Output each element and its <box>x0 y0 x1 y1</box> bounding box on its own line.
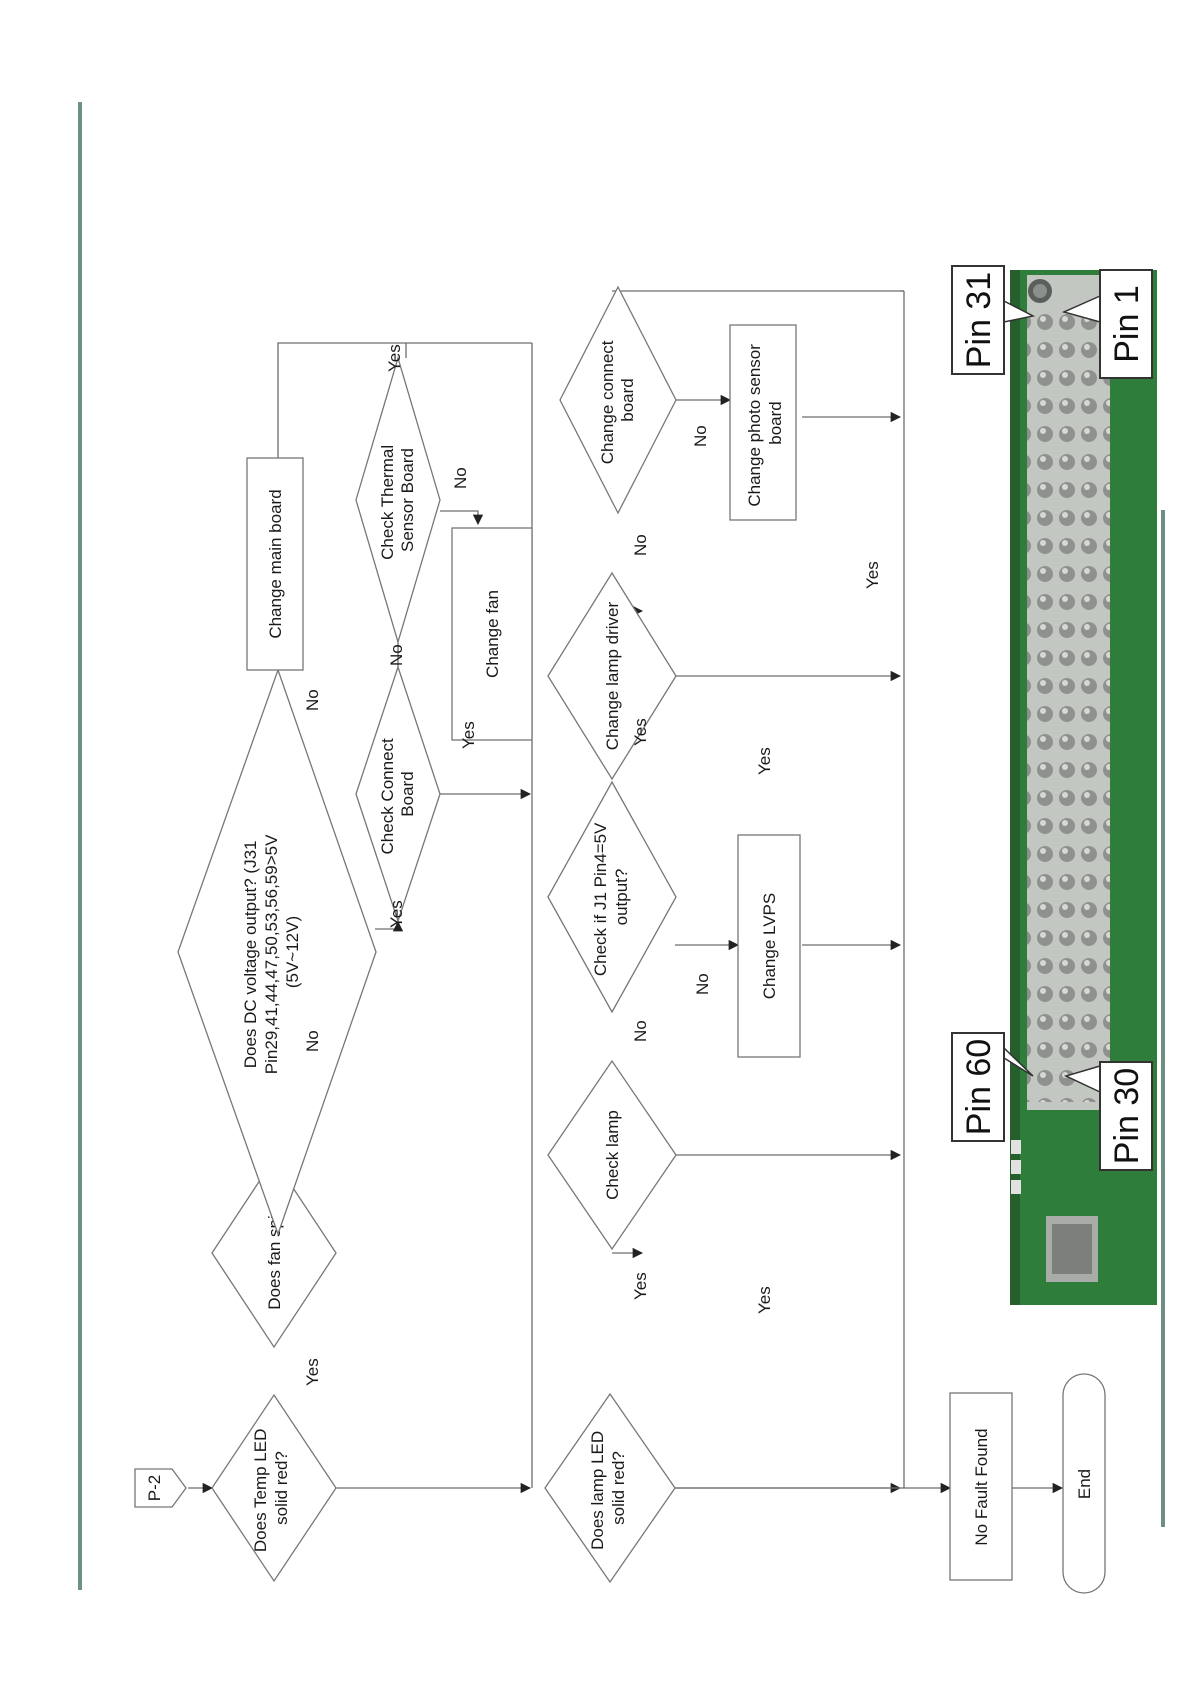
pin-60-label: Pin 60 <box>960 1039 998 1135</box>
decision-dc-voltage: Does DC voltage output? (J31 Pin29,41,44… <box>177 668 377 1236</box>
edge-label-yes: Yes <box>387 900 406 928</box>
mounting-hole-ring <box>1033 284 1047 298</box>
lamp-led-line1: Does lamp LED <box>588 1431 607 1550</box>
decision-fan-spin: Does fan spin? <box>211 1157 337 1349</box>
svg-text:Does lamp LED solid re: Does lamp LED solid red? <box>588 1426 628 1550</box>
dc-voltage-line2: Pin29,41,44,47,50,53,56,59>5V <box>262 834 281 1074</box>
check-lamp-label: Check lamp <box>603 1110 622 1200</box>
decision-change-connect-board: Change connect board <box>559 285 677 515</box>
connector-pins <box>1027 310 1110 1102</box>
callout-pin-30: Pin 30 <box>1063 1061 1153 1171</box>
decision-temp-led: Does Temp LED solid red? <box>211 1393 337 1583</box>
check-connect-line2: Board <box>398 771 417 816</box>
end-label: End <box>1075 1469 1094 1499</box>
svg-text:Does DC voltage output? (J31: Does DC voltage output? (J31 Pin29,41,44… <box>241 830 302 1074</box>
check-thermal-line2: Sensor Board <box>398 448 417 552</box>
edge-label-yes: Yes <box>631 718 650 746</box>
no-fault-label: No Fault Found <box>972 1428 991 1545</box>
change-main-board-label: Change main board <box>266 489 285 638</box>
check-connect-line1: Check Connect <box>378 738 397 855</box>
decision-change-lamp-driver: Change lamp driver <box>547 571 677 781</box>
flowchart: P-2 Does Temp LED solid red? Does fan sp… <box>134 285 1106 1594</box>
pin-31-label: Pin 31 <box>960 272 998 368</box>
change-lamp-driver-label: Change lamp driver <box>603 601 622 750</box>
svg-text:Check if J1 Pin4=5V ou: Check if J1 Pin4=5V output? <box>591 818 631 976</box>
start-label: P-2 <box>145 1475 164 1501</box>
dc-voltage-line3: (5V~12V) <box>283 916 302 988</box>
temp-led-line2: solid red? <box>272 1451 291 1525</box>
decision-check-j1: Check if J1 Pin4=5V output? <box>547 780 677 1014</box>
svg-text:Change connect board: Change connect board <box>598 336 637 465</box>
smd-pad <box>1011 1140 1021 1154</box>
edge-label-no: No <box>387 644 406 666</box>
decision-lamp-led: Does lamp LED solid red? <box>544 1392 676 1584</box>
pin-30-label: Pin 30 <box>1108 1068 1146 1164</box>
pin-1-label: Pin 1 <box>1108 285 1146 363</box>
decision-check-connect-board: Check Connect Board <box>355 664 441 924</box>
edge-label-yes: Yes <box>385 344 404 372</box>
dc-voltage-line1: Does DC voltage output? (J31 <box>241 840 260 1068</box>
chip-texture <box>1052 1224 1092 1274</box>
callout-pin-31: Pin 31 <box>951 265 1036 375</box>
change-fan-label: Change fan <box>483 590 502 678</box>
smd-pad <box>1011 1180 1021 1194</box>
process-change-lvps: Change LVPS <box>737 834 801 1058</box>
process-change-main-board: Change main board <box>246 457 304 671</box>
edge-label-no: No <box>303 689 322 711</box>
change-photo-line1: Change photo sensor <box>745 344 764 507</box>
smd-pad <box>1011 1160 1021 1174</box>
svg-text:Check Thermal Sensor B: Check Thermal Sensor Board <box>378 440 417 560</box>
edge-label-no: No <box>451 467 470 489</box>
callout-pin-60: Pin 60 <box>951 1032 1034 1142</box>
change-photo-line2: board <box>766 401 785 444</box>
edge-label-yes: Yes <box>631 1272 650 1300</box>
svg-text:Does Temp LED solid re: Does Temp LED solid red? <box>251 1424 291 1552</box>
connector-board-photo: Pin 31 Pin 1 Pin 60 Pin 30 <box>951 265 1157 1305</box>
callout-pin-1: Pin 1 <box>1061 269 1153 379</box>
edge-label-no: No <box>631 534 650 556</box>
svg-text:Check Connect Board: Check Connect Board <box>378 734 417 855</box>
edge-label-yes: Yes <box>303 1358 322 1386</box>
edge-label-yes: Yes <box>755 1286 774 1314</box>
edge-label-yes: Yes <box>755 747 774 775</box>
process-no-fault-found: No Fault Found <box>949 1392 1013 1581</box>
process-change-fan: Change fan <box>451 527 533 741</box>
terminator-end: End <box>1062 1373 1106 1594</box>
lamp-led-line2: solid red? <box>609 1451 628 1525</box>
edge-label-yes: Yes <box>459 721 478 749</box>
change-connect-line2: board <box>618 378 637 421</box>
edge-labels: Yes No No Yes Yes No No Yes Yes No Yes N… <box>303 344 882 1386</box>
edge-label-no: No <box>631 1020 650 1042</box>
start-connector-p2: P-2 <box>134 1468 187 1508</box>
process-change-photo-sensor: Change photo sensor board <box>729 324 797 521</box>
edge-label-no: No <box>693 973 712 995</box>
check-j1-line1: Check if J1 Pin4=5V <box>591 822 610 976</box>
edge-label-no: No <box>303 1030 322 1052</box>
svg-text:Change photo sensor bo: Change photo sensor board <box>745 339 785 506</box>
temp-led-line1: Does Temp LED <box>251 1429 270 1552</box>
decision-check-lamp: Check lamp <box>547 1059 677 1251</box>
change-lvps-label: Change LVPS <box>760 893 779 999</box>
check-thermal-line1: Check Thermal <box>378 445 397 560</box>
edge-label-yes: Yes <box>863 561 882 589</box>
pcb-shadow-stripe <box>1010 270 1020 1305</box>
decision-check-thermal: Check Thermal Sensor Board <box>355 355 441 645</box>
change-connect-line1: Change connect <box>598 340 617 464</box>
edge-label-no: No <box>691 425 710 447</box>
check-j1-line2: output? <box>612 869 631 926</box>
